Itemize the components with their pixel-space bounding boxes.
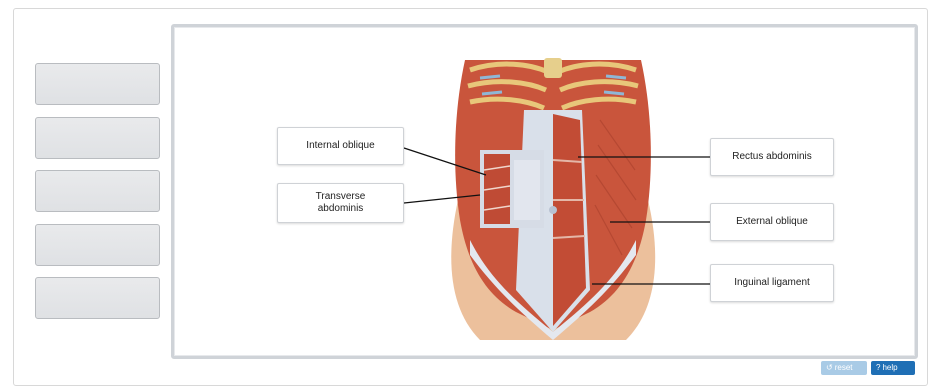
reset-label: reset — [835, 361, 853, 375]
abdominal-muscles-illustration — [440, 50, 666, 342]
answer-slot-1[interactable] — [35, 63, 160, 105]
answer-slot-3[interactable] — [35, 170, 160, 212]
help-label: help — [882, 361, 897, 375]
label-inguinal-ligament[interactable]: Inguinal ligament — [710, 264, 834, 302]
label-transverse-abdominis[interactable]: Transverse abdominis — [277, 183, 404, 223]
reset-arrow-icon: ↺ — [826, 361, 833, 375]
question-mark-icon: ? — [876, 361, 880, 375]
reset-button[interactable]: ↺ reset — [821, 361, 867, 375]
label-rectus-abdominis[interactable]: Rectus abdominis — [710, 138, 834, 176]
answer-slot-5[interactable] — [35, 277, 160, 319]
answer-slot-2[interactable] — [35, 117, 160, 159]
label-internal-oblique[interactable]: Internal oblique — [277, 127, 404, 165]
help-button[interactable]: ? help — [871, 361, 915, 375]
answer-slot-4[interactable] — [35, 224, 160, 266]
label-external-oblique[interactable]: External oblique — [710, 203, 834, 241]
